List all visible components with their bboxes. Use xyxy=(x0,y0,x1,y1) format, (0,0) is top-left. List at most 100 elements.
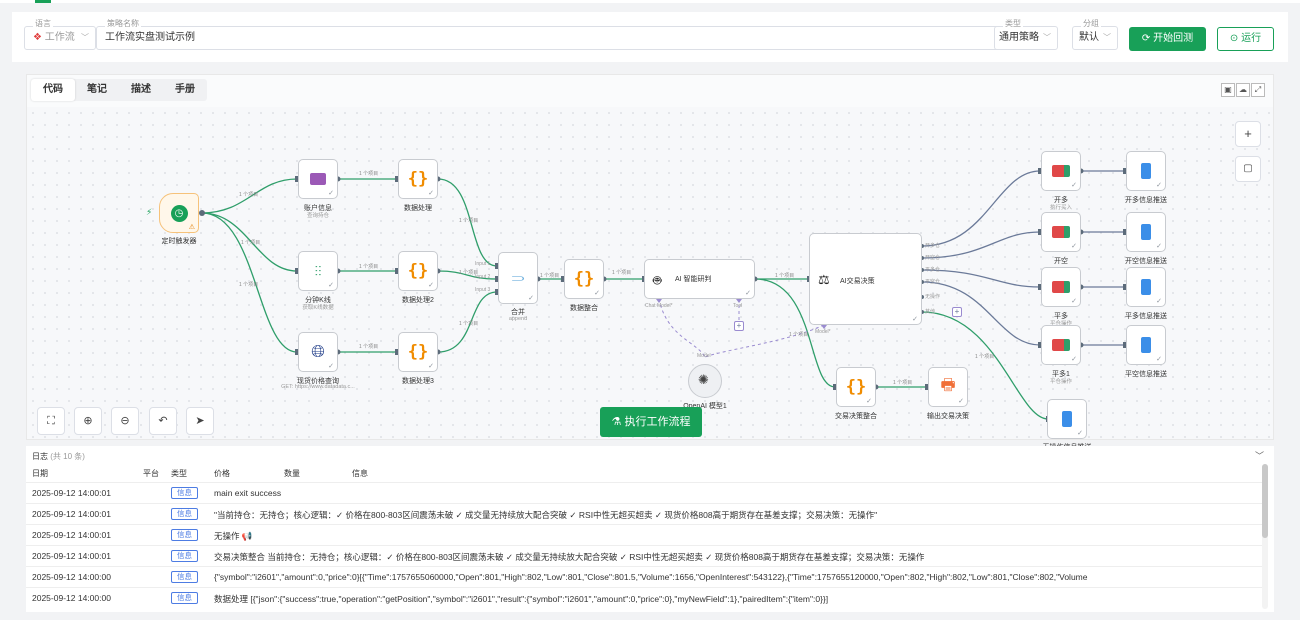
log-type-badge: 信息 xyxy=(171,487,198,499)
cursor-icon[interactable]: ➤ xyxy=(186,407,214,435)
decision-output-node[interactable]: 🖶︎ ✓ xyxy=(928,367,968,407)
execute-workflow-button[interactable]: ⚗ 执行工作流程 xyxy=(600,407,702,437)
run-button[interactable]: ⊙ 运行 xyxy=(1217,27,1274,51)
output-port-label: 无操作 xyxy=(925,294,941,300)
edge-trigger-spot xyxy=(201,212,298,353)
openai-model-node[interactable]: ✺ xyxy=(688,364,722,398)
output-port-label: 平多仓 xyxy=(925,267,941,273)
close-long1-node[interactable]: ✓ xyxy=(1041,325,1081,365)
exchange-icon xyxy=(1052,281,1070,293)
tool-port-label: Tool xyxy=(733,303,743,309)
check-icon: ✓ xyxy=(328,282,334,289)
start-backtest-button[interactable]: ⟳ 开始回测 xyxy=(1129,27,1206,51)
cloud-upload-icon[interactable]: ☁ xyxy=(1236,83,1250,97)
edge-trigger-kline xyxy=(201,212,298,272)
integrate-node[interactable]: {} ✓ xyxy=(564,259,604,299)
edge-label: 1 个项目 xyxy=(459,321,479,327)
log-type-badge: 信息 xyxy=(171,571,198,583)
merge-input-label: Input 1 xyxy=(475,261,491,267)
log-count: (共 10 条) xyxy=(50,452,85,461)
edge-label: 1 个项目 xyxy=(612,270,632,276)
image-icon xyxy=(310,173,326,185)
add-tool-button[interactable]: + xyxy=(734,321,744,331)
chevron-down-icon: ﹀ xyxy=(1103,33,1111,42)
tab-manual[interactable]: 手册 xyxy=(175,84,195,95)
trigger-node[interactable]: ◷ ⚠ xyxy=(159,193,199,233)
candlestick-icon: ⫶⫶ xyxy=(314,262,322,279)
account-subtitle: 查询持仓 xyxy=(306,213,329,219)
output-port-label: 平空仓 xyxy=(925,279,941,285)
zoom-out-button[interactable]: ⊖ xyxy=(111,407,139,435)
active-indicator xyxy=(35,0,51,3)
note-icon[interactable]: ▢ xyxy=(1235,156,1261,182)
check-icon: ✓ xyxy=(428,282,434,289)
phone-icon xyxy=(1141,279,1151,295)
check-icon: ✓ xyxy=(428,363,434,370)
check-icon: ✓ xyxy=(328,363,334,370)
chevron-down-icon: ﹀ xyxy=(1043,33,1051,42)
edge-decision-closelong1 xyxy=(921,281,1041,346)
save-icon[interactable]: ▣ xyxy=(1221,83,1235,97)
ai-decision-title: AI交易决策 xyxy=(840,278,875,285)
edge-label: 1 个项目 xyxy=(459,270,479,276)
log-date: 2025-09-12 14:00:01 xyxy=(32,509,111,519)
fit-view-button[interactable]: ⛶ xyxy=(37,407,65,435)
group-legend: 分组 xyxy=(1081,19,1101,29)
log-title: 日志 (共 10 条) xyxy=(32,451,85,462)
undo-button[interactable]: ↶ xyxy=(149,407,177,435)
open-long-node[interactable]: ✓ xyxy=(1041,151,1081,191)
add-node-button[interactable]: + xyxy=(1235,121,1261,147)
log-message: main exit success xyxy=(214,488,282,498)
log-date: 2025-09-12 14:00:01 xyxy=(32,551,111,561)
decision-merge-node[interactable]: {} ✓ xyxy=(836,367,876,407)
push-close-short-node[interactable]: ✓ xyxy=(1126,325,1166,365)
type-select[interactable]: 类型 通用策略 ﹀ xyxy=(994,19,1058,50)
push-none-node[interactable]: ✓ xyxy=(1047,399,1087,439)
ai-research-node[interactable]: 🤖︎ AI 智能研判 ✓ xyxy=(644,259,755,299)
process1-node[interactable]: {} ✓ xyxy=(398,159,438,199)
spot-subtitle: GET: https://www.datadata.c... xyxy=(281,384,355,390)
add-output-button[interactable]: + xyxy=(952,307,962,317)
zoom-in-button[interactable]: ⊕ xyxy=(74,407,102,435)
account-title: 账户信息 xyxy=(304,205,332,212)
log-scrollbar[interactable] xyxy=(1262,464,1268,609)
tab-code[interactable]: 代码 xyxy=(31,79,75,101)
merge-icon: ⥰ xyxy=(511,269,525,286)
kline-node[interactable]: ⫶⫶ ✓ xyxy=(298,251,338,291)
spot-node[interactable]: 🌐︎ ✓ xyxy=(298,332,338,372)
process3-node[interactable]: {} ✓ xyxy=(398,332,438,372)
language-select[interactable]: 语言 ❖ 工作流 ﹀ xyxy=(24,19,96,50)
phone-icon xyxy=(1141,224,1151,240)
log-type-badge: 信息 xyxy=(171,592,198,604)
edge-label: 1 个项目 xyxy=(893,380,913,386)
tab-notes[interactable]: 笔记 xyxy=(87,84,107,95)
ai-decision-node[interactable]: ⚖︎ AI交易决策 ✓ xyxy=(809,233,922,325)
tab-description[interactable]: 描述 xyxy=(131,84,151,95)
edge-decision-closelong xyxy=(921,269,1041,288)
check-icon: ✓ xyxy=(594,290,600,297)
open-long-subtitle: 执行买入 xyxy=(1049,205,1072,211)
collapse-icon[interactable]: ﹀ xyxy=(1254,451,1264,461)
close-long-node[interactable]: ✓ xyxy=(1041,267,1081,307)
scrollbar-thumb[interactable] xyxy=(1262,464,1268,538)
type-value: 通用策略 xyxy=(999,32,1039,43)
strategy-name-field[interactable]: 策略名称 工作流实盘测试示例 xyxy=(96,19,1002,50)
group-select[interactable]: 分组 默认 ﹀ xyxy=(1072,19,1118,50)
close-long-subtitle: 平仓操作 xyxy=(1049,321,1072,327)
flask-icon: ⚗ xyxy=(611,416,622,428)
fullscreen-icon[interactable]: ⤢ xyxy=(1251,83,1265,97)
push-short-node[interactable]: ✓ xyxy=(1126,212,1166,252)
push-long-node[interactable]: ✓ xyxy=(1126,151,1166,191)
open-long-title: 开多 xyxy=(1054,197,1068,204)
push-close-node[interactable]: ✓ xyxy=(1126,267,1166,307)
merge-input-label: Input 2 xyxy=(475,274,491,280)
warning-icon: ⚠ xyxy=(188,224,195,231)
open-short-node[interactable]: ✓ xyxy=(1041,212,1081,252)
refresh-icon: ⟳ xyxy=(1141,33,1151,44)
kline-title: 分钟K线 xyxy=(305,297,331,304)
process2-node[interactable]: {} ✓ xyxy=(398,251,438,291)
log-date: 2025-09-12 14:00:00 xyxy=(32,593,111,603)
merge-node[interactable]: ⥰ ✓ xyxy=(498,252,538,304)
workflow-canvas[interactable]: 1 个项目 1 个项目 1 个项目 1 个项目 1 个项目 1 个项目 1 个项… xyxy=(27,107,1273,451)
account-node[interactable]: ✓ xyxy=(298,159,338,199)
